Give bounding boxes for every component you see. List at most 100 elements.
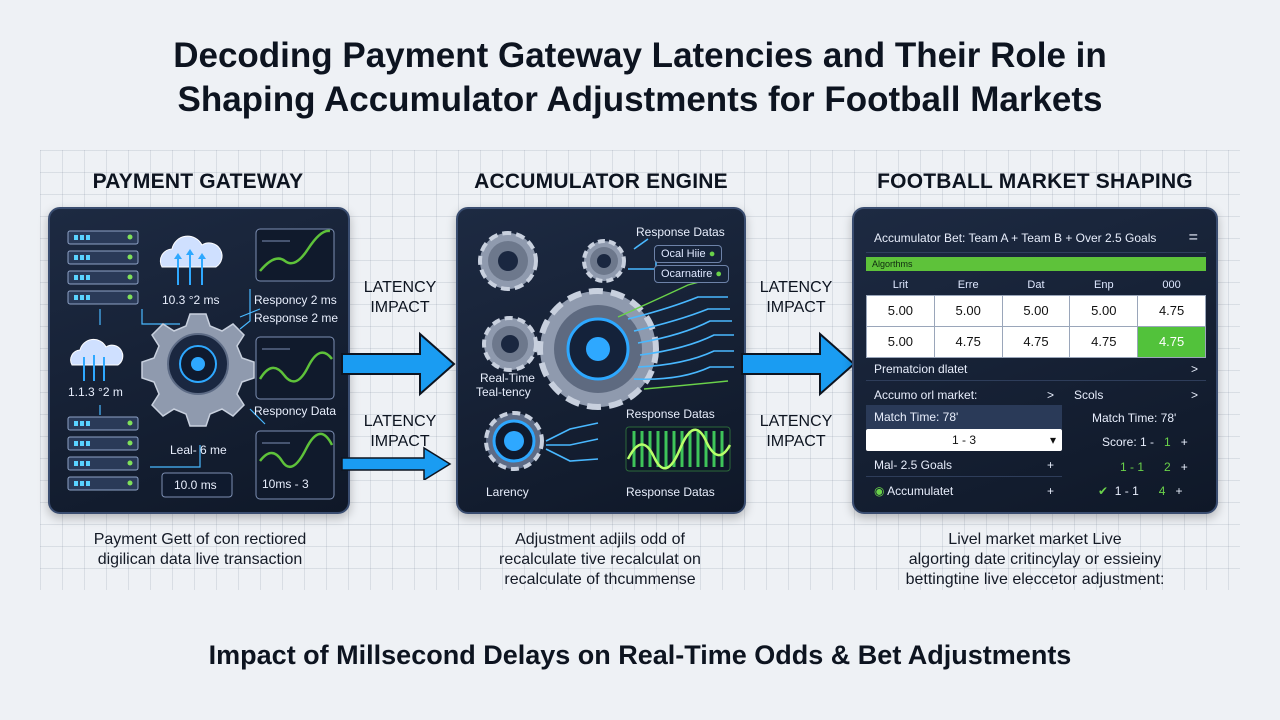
mini-chart-bottom — [255, 430, 335, 500]
chip-1-label: Ocal Hiie — [661, 248, 706, 260]
plus-icon[interactable]: + — [1046, 458, 1054, 472]
payment-gateway-panel: 10.3 °2 ms 1.1.3 °2 m Responcy 2 ms Resp… — [48, 207, 350, 514]
odds-cell[interactable]: 5.00 — [866, 325, 935, 358]
chevron-right-icon: > — [1046, 388, 1054, 402]
impact-word: IMPACT — [370, 433, 430, 450]
gateway-artwork — [67, 228, 335, 500]
odds-col-header: Erre — [957, 278, 979, 291]
score-select[interactable]: 1 - 3 ▾ — [866, 429, 1062, 451]
page-title: Decoding Payment Gateway Latencies and T… — [0, 34, 1280, 122]
accumulatet-label: Accumulatet — [887, 484, 954, 498]
odds-row: 5.00 4.75 4.75 4.75 4.75 — [866, 325, 1206, 358]
caption-line: bettingtine live eleccetor adjustment: — [905, 571, 1165, 588]
match-time-left: Match Time: 78' — [866, 405, 1062, 429]
waveform-chart — [625, 426, 732, 472]
gear-small-icon — [582, 239, 626, 283]
odds-cell[interactable]: 5.00 — [1001, 294, 1071, 327]
chevron-right-icon: > — [1190, 362, 1198, 376]
odds-cell[interactable]: 4.75 — [933, 325, 1003, 358]
engine-artwork — [478, 231, 734, 472]
response-datas-top: Response Datas — [636, 225, 725, 239]
prematch-row[interactable]: Prematcion dlatet > — [866, 357, 1206, 381]
leal-label: Leal- 6 me — [170, 443, 227, 457]
score-label: Score: 1 - — [1102, 435, 1155, 449]
odds-col-header: Lrit — [892, 278, 909, 291]
impact-word: IMPACT — [766, 299, 826, 316]
goals-market-row[interactable]: Mal- 2.5 Goals + — [866, 453, 1062, 477]
cloud-top-ms: 10.3 °2 ms — [162, 293, 220, 307]
arrow-right-icon — [341, 331, 456, 397]
algorithms-bar: Algorthms — [866, 257, 1206, 271]
server-stack-top-icon — [67, 230, 139, 305]
goals-row[interactable]: Scols > — [1066, 383, 1206, 407]
heading-football-market: FOOTBALL MARKET SHAPING — [877, 170, 1193, 193]
caption-line: recalculate of thcummense — [504, 571, 696, 588]
odds-col-header: Enp — [1094, 278, 1114, 291]
response-datas-mid: Response Datas — [626, 407, 715, 421]
check-icon: ✔ — [1098, 484, 1109, 498]
odds-cell[interactable]: 5.00 — [933, 294, 1003, 327]
plus-icon[interactable]: + — [1046, 484, 1054, 498]
odds-cell-highlighted[interactable]: 4.75 — [1137, 325, 1206, 358]
target-icon: ◉ — [874, 484, 885, 498]
score-row-2: 1 - 1 2 + — [1120, 460, 1188, 474]
arrows-right — [741, 331, 856, 397]
title-line-2: Shaping Accumulator Adjustments for Foot… — [177, 80, 1103, 119]
goals-label: Scols — [1074, 388, 1104, 402]
status-dot-icon: ● — [715, 268, 723, 280]
mal-goals-label: Mal- 2.5 Goals — [874, 458, 953, 472]
chip-ocarnatire: Ocarnatire ● — [654, 265, 730, 283]
caption-engine: Adjustment adjils odd of recalculate tiv… — [470, 530, 730, 590]
odds-cell[interactable]: 4.75 — [1001, 325, 1071, 358]
plus-icon[interactable]: + — [1175, 484, 1183, 498]
score-value: 1 — [1164, 435, 1171, 449]
heading-payment-gateway: PAYMENT GATEWAY — [92, 170, 304, 193]
plus-icon[interactable]: + — [1180, 435, 1188, 449]
caption-gateway: Payment Gett of con rectiored digilican … — [60, 530, 340, 570]
accumulator-bet-header: Accumulator Bet: Team A + Team B + Over … — [866, 223, 1206, 253]
latency-impact-label-4: LATENCY IMPACT — [746, 412, 846, 452]
real-time-label: Real-Time — [480, 371, 535, 385]
larency-label: Larency — [486, 485, 529, 499]
bottom-title: Impact of Millsecond Delays on Real-Time… — [208, 640, 1072, 670]
chip-2-label: Ocarnatire — [661, 268, 713, 280]
odds-cell[interactable]: 5.00 — [866, 294, 935, 327]
accumulator-engine-panel: Response Datas Ocal Hiie ● Ocarnatire ● … — [456, 207, 746, 514]
menu-icon[interactable]: = — [1188, 229, 1198, 246]
cloud-left-ms: 1.1.3 °2 m — [68, 385, 123, 399]
cloud-left-icon — [70, 338, 124, 381]
accum-market-row[interactable]: Accumo orl market: > — [866, 383, 1062, 407]
caption-line: recalculate tive recalculat on — [499, 551, 701, 568]
match-time-right: Match Time: 78' — [1092, 411, 1177, 425]
gear-large-icon — [537, 288, 659, 410]
odds-table: Lrit Erre Dat Enp 000 5.00 5.00 5.00 5.0… — [866, 275, 1206, 358]
odds-col-header: Dat — [1027, 278, 1045, 291]
mini-chart-top — [255, 228, 335, 282]
gear-small-icon — [478, 231, 538, 291]
response-label-3: Responcy Data — [254, 404, 337, 418]
odds-cell[interactable]: 4.75 — [1069, 325, 1139, 358]
accumulatet-row[interactable]: ◉ Accumulatet + — [866, 479, 1062, 503]
status-dot-icon: ● — [708, 248, 716, 260]
chevron-right-icon: > — [1190, 388, 1198, 402]
odds-cell[interactable]: 4.75 — [1137, 294, 1206, 327]
heading-accumulator-engine: ACCUMULATOR ENGINE — [474, 170, 728, 193]
impact-word: IMPACT — [370, 299, 430, 316]
title-line-1: Decoding Payment Gateway Latencies and T… — [173, 36, 1107, 75]
score-value: 4 — [1158, 484, 1166, 498]
response-datas-bottom: Response Datas — [626, 485, 715, 499]
caption-line: Adjustment adjils odd of — [515, 531, 685, 548]
chevron-down-icon: ▾ — [1049, 433, 1056, 447]
box-ms-label: 10.0 ms — [174, 478, 217, 492]
odds-row: 5.00 5.00 5.00 5.00 4.75 — [866, 294, 1206, 327]
arrow-right-icon — [741, 331, 856, 397]
plus-icon[interactable]: + — [1180, 460, 1188, 474]
latency-word: LATENCY — [759, 413, 833, 430]
impact-word: IMPACT — [766, 433, 826, 450]
response-label-1: Responcy 2 ms — [254, 293, 337, 307]
latency-word: LATENCY — [363, 413, 437, 430]
bet-header-label: Accumulator Bet: Team A + Team B + Over … — [874, 231, 1157, 245]
score-pair: 1 - 1 — [1120, 460, 1145, 474]
latency-impact-label-3: LATENCY IMPACT — [746, 278, 846, 318]
odds-cell[interactable]: 5.00 — [1069, 294, 1139, 327]
